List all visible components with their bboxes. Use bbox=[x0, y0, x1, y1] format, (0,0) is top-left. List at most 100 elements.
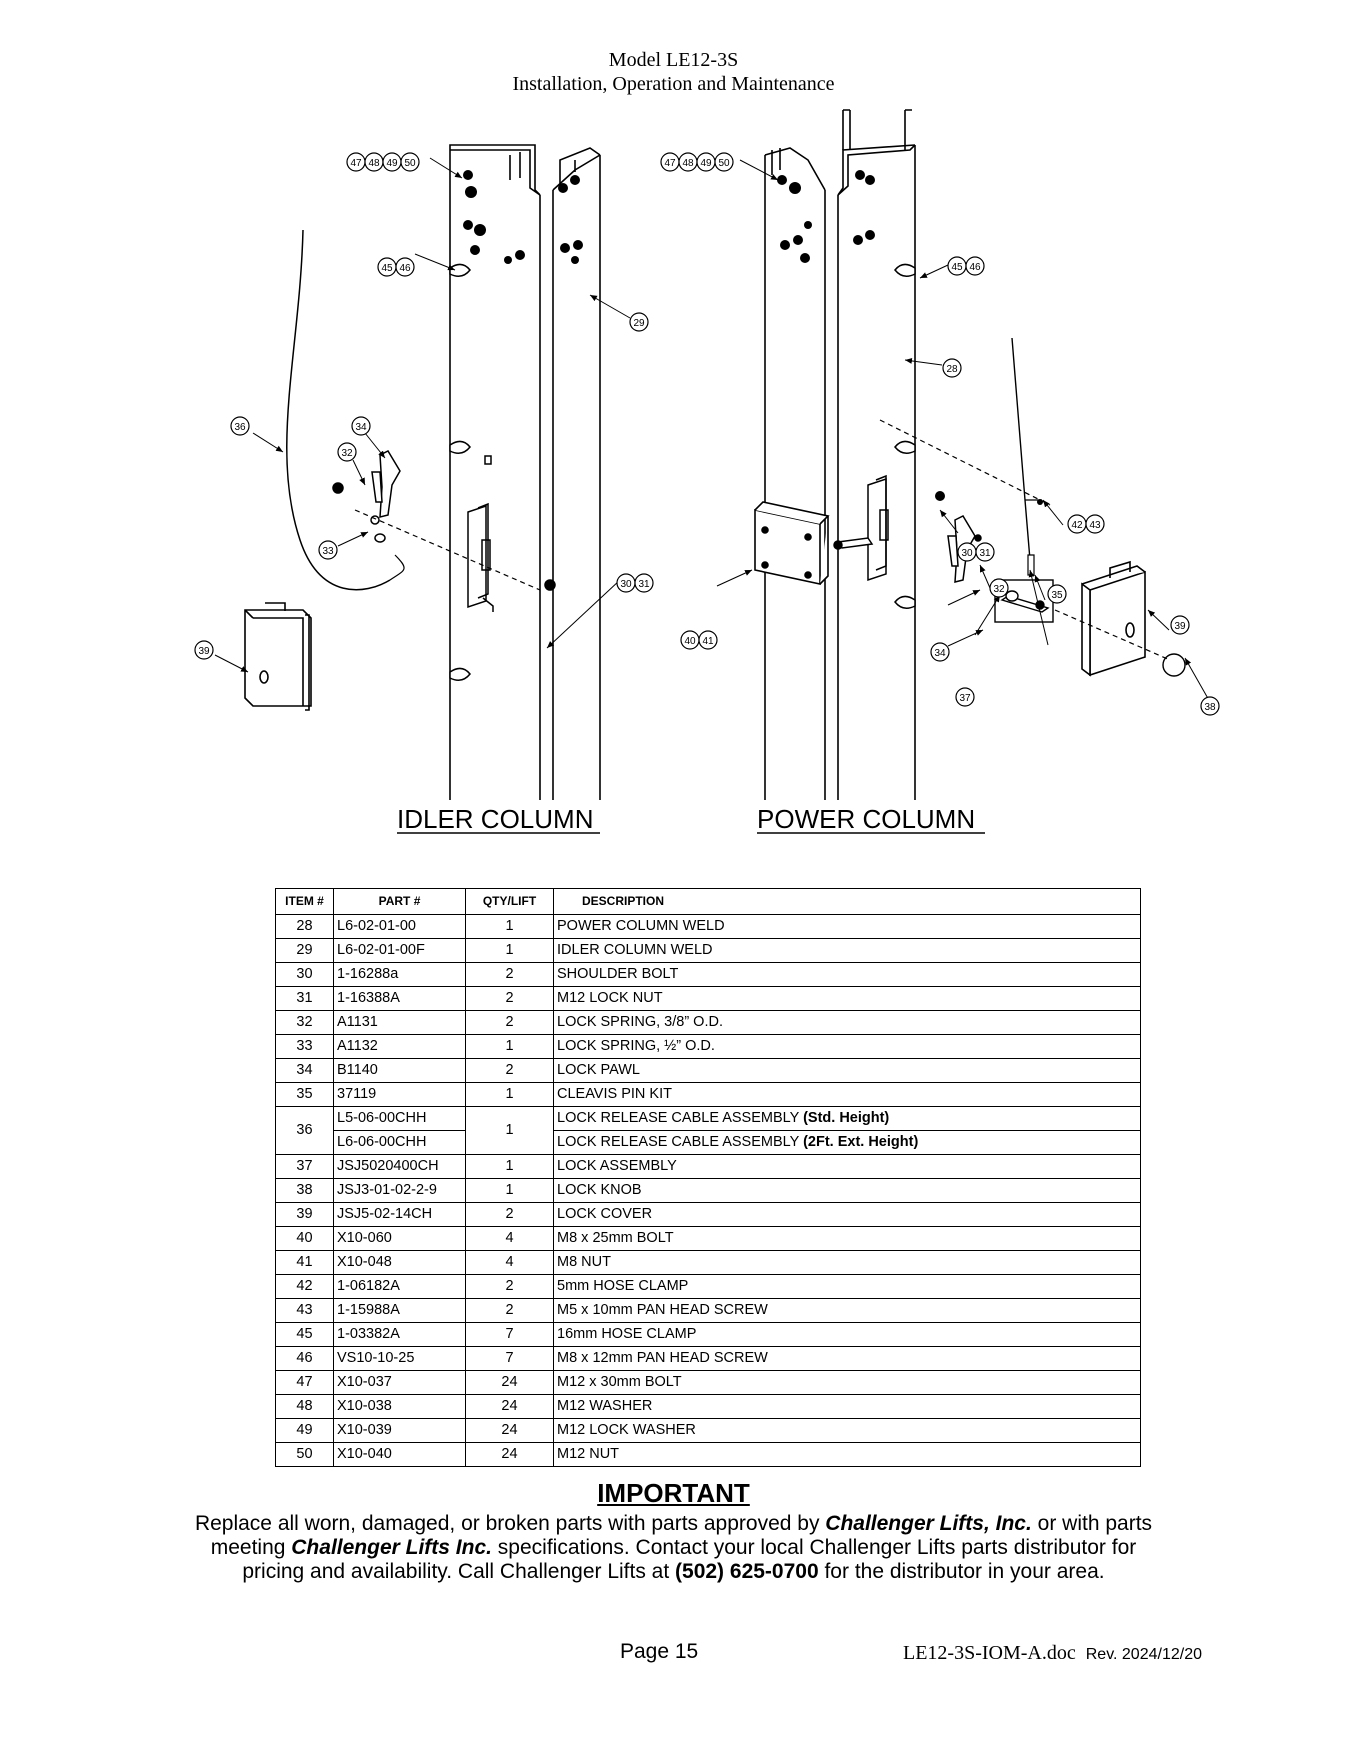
cell-description: SHOULDER BOLT bbox=[553, 962, 1141, 987]
cell-description: LOCK COVER bbox=[553, 1202, 1141, 1227]
cell-description: LOCK SPRING, ½” O.D. bbox=[553, 1034, 1141, 1059]
cell-qty: 1 bbox=[465, 1106, 554, 1155]
cell-item: 37 bbox=[275, 1154, 334, 1179]
cell-item: 48 bbox=[275, 1394, 334, 1419]
cell-part: X10-037 bbox=[333, 1370, 466, 1395]
cell-item: 50 bbox=[275, 1442, 334, 1467]
cell-part: A1132 bbox=[333, 1034, 466, 1059]
cell-qty: 1 bbox=[465, 938, 554, 963]
model-title: Model LE12-3S bbox=[608, 49, 739, 71]
revision-date: Rev. 2024/12/20 bbox=[1085, 1646, 1202, 1663]
callout-power-32: 32 bbox=[989, 578, 1009, 598]
cell-part: 1-16288a bbox=[333, 962, 466, 987]
notice-text: for the distributor in your area. bbox=[818, 1560, 1105, 1583]
idler-lock-cover bbox=[244, 602, 312, 711]
desc-text: LOCK RELEASE CABLE ASSEMBLY bbox=[557, 1134, 804, 1150]
cell-item: 41 bbox=[275, 1250, 334, 1275]
callout-power-35: 35 bbox=[1047, 584, 1067, 604]
cell-item: 28 bbox=[275, 914, 334, 939]
idler-hose-clamps bbox=[449, 263, 492, 681]
notice-text: or with parts meeting bbox=[210, 1512, 1153, 1559]
power-bracket bbox=[833, 474, 889, 582]
cell-qty: 2 bbox=[465, 1010, 554, 1035]
idler-column-title: IDLER COLUMN bbox=[397, 804, 593, 834]
cell-part: VS10-10-25 bbox=[333, 1346, 466, 1371]
cell-part: L5-06-00CHH bbox=[333, 1106, 466, 1131]
desc-bold-note: (2Ft. Ext. Height) bbox=[803, 1134, 919, 1150]
callout-number: 29 bbox=[633, 318, 645, 329]
callout-number: 28 bbox=[946, 364, 958, 375]
cell-part: X10-048 bbox=[333, 1250, 466, 1275]
cell-description: M5 x 10mm PAN HEAD SCREW bbox=[553, 1298, 1141, 1323]
table-row: 36 L5-06-00CHH 1 LOCK RELEASE CABLE ASSE… bbox=[275, 1106, 1141, 1155]
cell-description: 5mm HOSE CLAMP bbox=[553, 1274, 1141, 1299]
cell-description: 16mm HOSE CLAMP bbox=[553, 1322, 1141, 1347]
cell-item: 43 bbox=[275, 1298, 334, 1323]
cell-qty: 7 bbox=[465, 1322, 554, 1347]
callout-idler-32: 32 bbox=[337, 442, 357, 462]
cell-qty: 1 bbox=[465, 1154, 554, 1179]
cell-qty: 2 bbox=[465, 1274, 554, 1299]
cell-part: L6-02-01-00F bbox=[333, 938, 466, 963]
callout-number: 47 bbox=[664, 158, 676, 169]
power-mounting-plate bbox=[754, 501, 830, 585]
callout-number: 31 bbox=[638, 579, 650, 590]
cell-item: 32 bbox=[275, 1010, 334, 1035]
cell-part: X10-060 bbox=[333, 1226, 466, 1251]
column-exploded-diagram: 47 48 49 50 45 46 29 36 34 32 33 39 30 3… bbox=[194, 109, 1220, 834]
callout-power-45-46: 45 46 bbox=[947, 256, 985, 276]
callout-number: 45 bbox=[381, 263, 393, 274]
callout-number: 34 bbox=[934, 648, 946, 659]
callout-number: 48 bbox=[368, 158, 380, 169]
cell-part: 1-03382A bbox=[333, 1322, 466, 1347]
notice-phone: (502) 625-0700 bbox=[675, 1560, 819, 1583]
cell-qty: 2 bbox=[465, 1298, 554, 1323]
callout-number: 38 bbox=[1204, 702, 1216, 713]
callout-number: 49 bbox=[386, 158, 398, 169]
cell-part: A1131 bbox=[333, 1010, 466, 1035]
callout-idler-45-46: 45 46 bbox=[377, 257, 415, 277]
notice-text: Replace all worn, damaged, or broken par… bbox=[194, 1512, 826, 1535]
callout-idler-36: 36 bbox=[230, 416, 250, 436]
callout-power-30-31: 30 31 bbox=[957, 542, 995, 562]
doc-name: LE12-3S-IOM-A.doc bbox=[903, 1642, 1076, 1664]
callout-number: 50 bbox=[404, 158, 416, 169]
cell-part: L6-02-01-00 bbox=[333, 914, 466, 939]
cell-item: 39 bbox=[275, 1202, 334, 1227]
header-part: PART # bbox=[333, 888, 466, 915]
cell-item: 42 bbox=[275, 1274, 334, 1299]
cell-qty: 1 bbox=[465, 1034, 554, 1059]
cell-qty: 2 bbox=[465, 1058, 554, 1083]
callout-number: 35 bbox=[1051, 590, 1063, 601]
callout-number: 49 bbox=[700, 158, 712, 169]
desc-text: LOCK RELEASE CABLE ASSEMBLY bbox=[557, 1110, 804, 1126]
cell-part: 1-16388A bbox=[333, 986, 466, 1011]
power-hose-clamps bbox=[894, 263, 916, 609]
callout-number: 30 bbox=[620, 579, 632, 590]
cell-description: LOCK KNOB bbox=[553, 1178, 1141, 1203]
cell-item: 31 bbox=[275, 986, 334, 1011]
cell-item: 40 bbox=[275, 1226, 334, 1251]
callout-idler-30-31: 30 31 bbox=[616, 573, 654, 593]
cell-description: M12 LOCK NUT bbox=[553, 986, 1141, 1011]
cell-qty: 7 bbox=[465, 1346, 554, 1371]
cell-description: M12 WASHER bbox=[553, 1394, 1141, 1419]
power-column-holes bbox=[777, 170, 875, 263]
cell-item: 49 bbox=[275, 1418, 334, 1443]
idler-column-holes bbox=[463, 170, 583, 264]
callout-number: 32 bbox=[993, 584, 1005, 595]
power-release-cable bbox=[1011, 337, 1031, 561]
cell-description: LOCK RELEASE CABLE ASSEMBLY (2Ft. Ext. H… bbox=[553, 1130, 1141, 1155]
